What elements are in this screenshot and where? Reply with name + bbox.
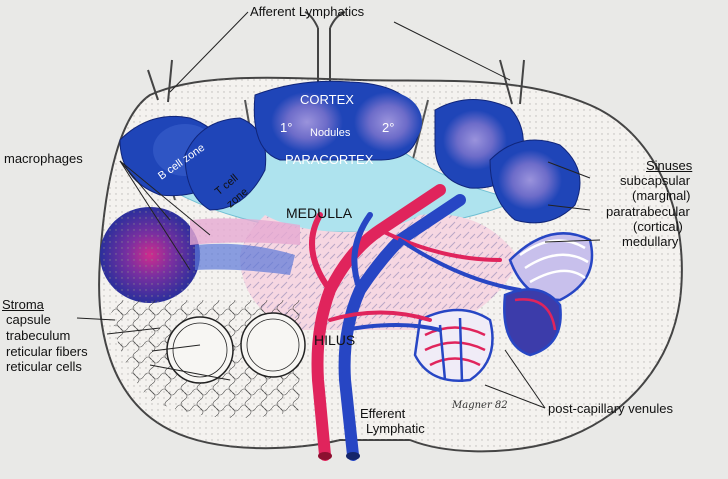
post-capillary-venules-label: post-capillary venules bbox=[548, 401, 674, 416]
cortex-nodules bbox=[119, 80, 581, 224]
primary-nodule-label: 1° bbox=[280, 120, 293, 135]
sinus-paratrabecular: paratrabecular bbox=[606, 204, 690, 219]
nodules-label: Nodules bbox=[310, 127, 351, 139]
cortex-label: CORTEX bbox=[300, 92, 354, 107]
sinus-cortical: (cortical) bbox=[633, 219, 683, 234]
blood-vessels bbox=[309, 184, 522, 461]
hilus-label: HILUS bbox=[314, 332, 356, 348]
stroma-item-reticular-cells: reticular cells bbox=[6, 359, 82, 374]
macrophages-label: macrophages bbox=[4, 151, 83, 166]
sinuses-heading: Sinuses bbox=[646, 158, 693, 173]
artist-signature: Magner 82 bbox=[452, 400, 508, 411]
sinus-marginal: (marginal) bbox=[632, 188, 691, 203]
stroma-item-capsule: capsule bbox=[6, 312, 51, 327]
afferent-lymphatics-label: Afferent Lymphatics bbox=[250, 4, 365, 19]
stroma-item-reticular-fibers: reticular fibers bbox=[6, 344, 88, 359]
leader-lines bbox=[76, 11, 601, 409]
stroma-item-trabeculum: trabeculum bbox=[6, 328, 71, 343]
stroma-heading: Stroma bbox=[2, 297, 44, 312]
secondary-nodule-detail bbox=[100, 207, 300, 303]
sinus-medullary: medullary bbox=[622, 234, 679, 249]
efferent-label: Efferent bbox=[360, 406, 406, 421]
secondary-nodule-label: 2° bbox=[382, 120, 395, 135]
paracortex-label: PARACORTEX bbox=[285, 152, 374, 167]
lymphatic-label: Lymphatic bbox=[366, 421, 425, 436]
sinus-subcapsular: subcapsular bbox=[620, 173, 691, 188]
medulla-label: MEDULLA bbox=[286, 205, 353, 221]
afferent-lymphatic-vessels bbox=[147, 11, 525, 105]
